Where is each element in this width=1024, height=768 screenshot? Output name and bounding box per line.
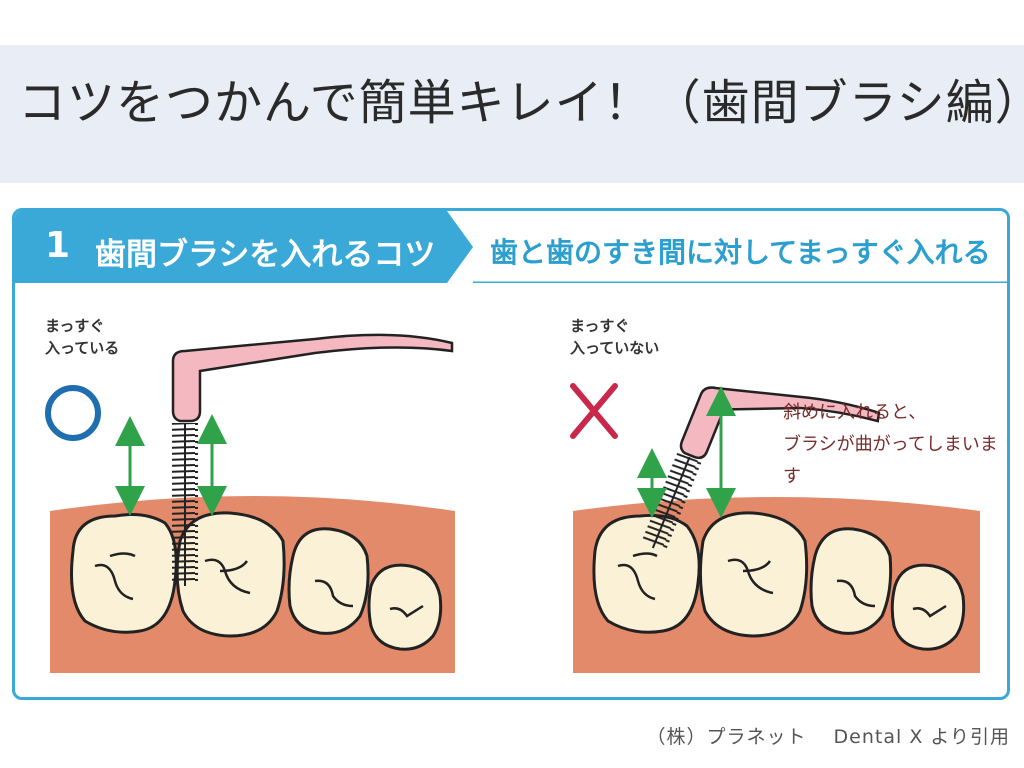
tooth (809, 527, 893, 635)
source-credit: （株）プラネット Dental X より引用 (646, 726, 1010, 748)
incorrect-note: 斜めに入れると、 ブラシが曲がってしまいます (783, 402, 998, 487)
correct-mark-icon (45, 385, 101, 441)
incorrect-mark-icon (570, 383, 618, 439)
tooth (287, 527, 370, 635)
step-tip: 歯と歯のすき間に対してまっすぐ入れる (490, 236, 991, 269)
incorrect-example (570, 383, 980, 673)
tooth (890, 563, 966, 651)
panel-header: 1 歯間ブラシを入れるコツ 歯と歯のすき間に対してまっすぐ入れる (15, 211, 1007, 283)
title-band (0, 45, 1024, 183)
tooth (367, 563, 443, 651)
tooth (70, 513, 178, 634)
teeth-right (592, 511, 966, 651)
step-number: 1 (45, 225, 71, 266)
illustration (45, 333, 980, 673)
correct-caption: まっすぐ 入っている (45, 317, 120, 357)
incorrect-caption: まっすぐ 入っていない (570, 317, 660, 357)
correct-example (45, 333, 455, 673)
header-bar-shape (15, 211, 1007, 283)
step-title: 歯間ブラシを入れるコツ (95, 237, 436, 273)
tooth (698, 511, 809, 638)
page-title: コツをつかんで簡単キレイ！（歯間ブラシ編） (18, 75, 1024, 131)
tooth (175, 511, 286, 638)
brush-handle-left (171, 333, 454, 423)
tip-panel: 1 歯間ブラシを入れるコツ 歯と歯のすき間に対してまっすぐ入れる (12, 208, 1010, 700)
